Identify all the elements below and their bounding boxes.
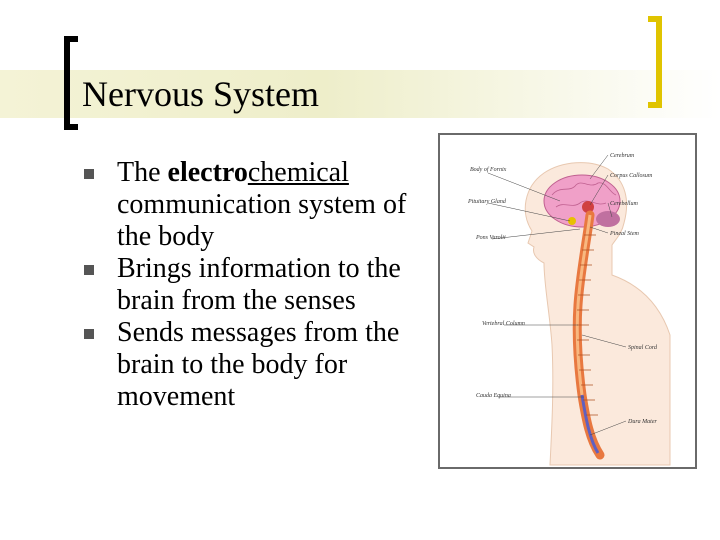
label-body-of-fornix: Body of Fornix <box>470 166 507 173</box>
vertebrae-ticks <box>577 234 598 416</box>
label-cauda-equina: Cauda Equina <box>476 393 511 399</box>
bullet-list: The electrochemical communication system… <box>84 157 414 413</box>
nervous-system-illustration: Body of Fornix Pituitary Gland Pons Varo… <box>467 153 671 466</box>
cauda-equina <box>580 394 600 454</box>
bullet-item: Brings information to the brain from the… <box>84 253 414 317</box>
pituitary-shape <box>568 217 576 225</box>
brain-folds <box>551 182 617 208</box>
bullet-text-1-part-4: communication system of the body <box>117 189 407 252</box>
bullet-item: Sends messages from the brain to the bod… <box>84 317 414 413</box>
body-silhouette <box>524 162 671 466</box>
label-spinal-cord: Spinal Cord <box>628 345 658 351</box>
bullet-text-1-bold: electro <box>167 157 248 188</box>
bullet-text-1-underline: chemical <box>247 157 349 188</box>
bullet-text-1-part-1: The <box>117 157 168 188</box>
nervous-system-diagram: Body of Fornix Pituitary Gland Pons Varo… <box>438 133 697 469</box>
label-pituitary-gland: Pituitary Gland <box>467 199 507 205</box>
leader-lines <box>487 154 627 436</box>
label-cerebrum: Cerebrum <box>610 153 635 159</box>
bullet-text-2: Brings information to the brain from the… <box>117 253 401 316</box>
square-bullet-icon <box>84 265 94 275</box>
title-bracket-right <box>648 16 662 108</box>
label-corpus-callosum: Corpus Callosum <box>610 173 653 179</box>
bullet-text-3: Sends messages from the brain to the bod… <box>117 317 400 412</box>
title-bracket-left <box>64 36 78 130</box>
label-cerebellum: Cerebellum <box>610 201 638 207</box>
square-bullet-icon <box>84 169 94 179</box>
cerebellum-shape <box>596 211 620 227</box>
label-dura-mater: Dura Mater <box>627 419 657 425</box>
slide-title: Nervous System <box>82 74 319 114</box>
title-band <box>0 70 720 118</box>
label-pineal-stem: Pineal Stem <box>609 231 639 237</box>
square-bullet-icon <box>84 329 94 339</box>
corpus-shape <box>582 201 594 213</box>
spinal-cord <box>575 214 592 396</box>
label-vertebral-column: Vertebral Column <box>482 321 525 327</box>
label-pons-varolii: Pons Varolii <box>475 235 506 241</box>
bullet-item: The electrochemical communication system… <box>84 157 414 253</box>
